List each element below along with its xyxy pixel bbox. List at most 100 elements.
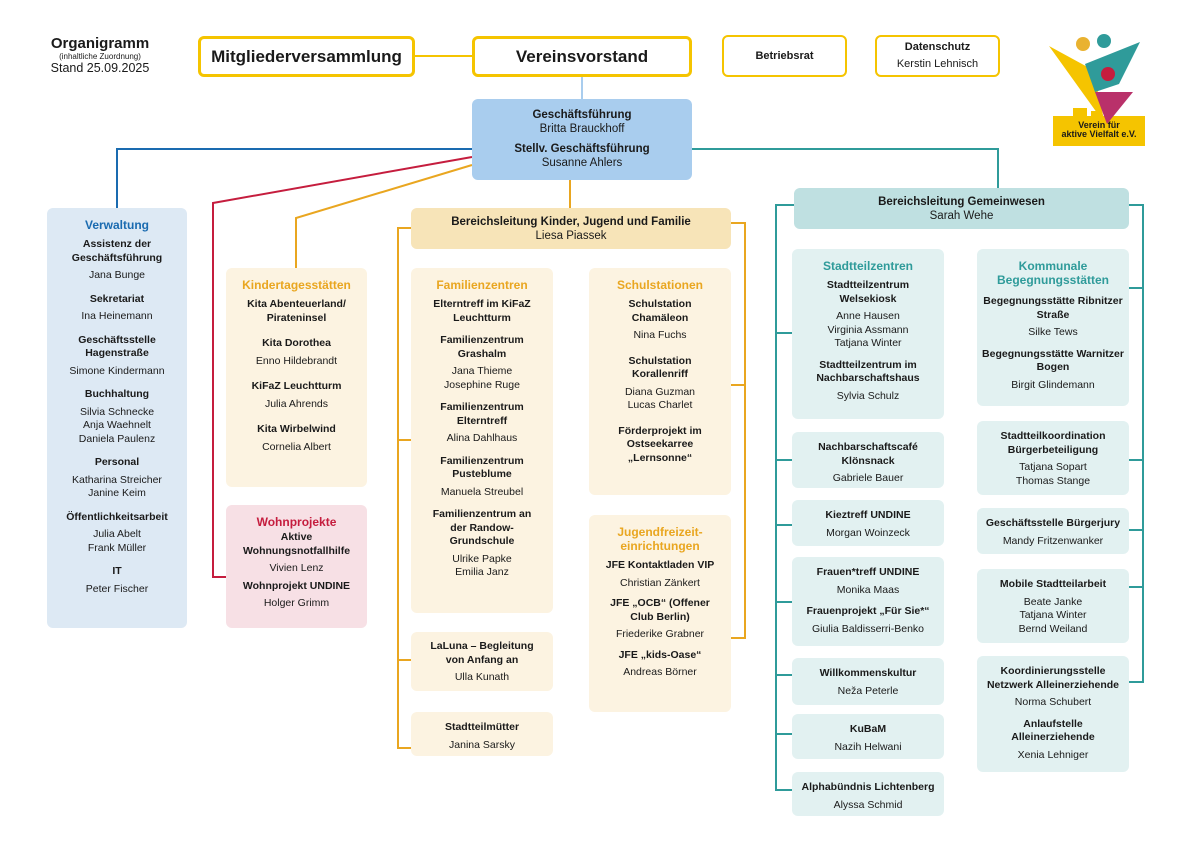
- unit-name: Sekretariat: [89, 292, 145, 305]
- unit-name: JFE „kids-Oase“: [618, 648, 702, 661]
- person-name: Silke Tews: [1028, 326, 1078, 338]
- logo-graphic: [1049, 34, 1145, 146]
- unit: Elterntreff im KiFaZ Leuchtturm: [411, 298, 553, 325]
- unit-people: Nina Fuchs: [589, 329, 731, 343]
- unit-name: Buchhaltung: [84, 388, 150, 400]
- gemeinwesen-left-box: KuBaM Nazih Helwani: [792, 714, 944, 759]
- unit: Koordinierungsstelle Netzwerk Alleinerzi…: [977, 665, 1129, 710]
- person-name: Manuela Streubel: [440, 485, 524, 498]
- unit-name: Mobile Stadtteilarbeit: [999, 578, 1107, 590]
- unit-people: Cornelia Albert: [226, 441, 367, 455]
- unit-name: Begegnungsstätte Ribnitzer Straße: [983, 295, 1123, 321]
- person-name: Enno Hildebrandt: [255, 354, 338, 367]
- unit-people: Janina Sarsky: [411, 739, 553, 753]
- kitas-title: Kindertagesstätten: [242, 278, 351, 292]
- person-name: Janine Keim: [88, 487, 146, 499]
- unit-people: Norma Schubert: [977, 696, 1129, 710]
- unit-name: Familienzentrum Grashalm: [440, 334, 524, 360]
- gf-title: Geschäftsführung: [532, 109, 632, 121]
- page-title: Organigramm: [50, 35, 150, 52]
- unit-name: Assistenz der Geschäftsführung: [71, 238, 163, 264]
- unit-name: Stadtteilzentrum im Nachbarschaftshaus: [816, 358, 920, 385]
- person-name: Sylvia Schulz: [836, 389, 900, 402]
- unit-name: Stadtteilkoordination Bürgerbeteiligung: [1000, 430, 1106, 456]
- vereinsvorstand-box: Vereinsvorstand: [472, 36, 692, 77]
- unit-people: Holger Grimm: [226, 597, 367, 611]
- verwaltung-box: Verwaltung Assistenz der Geschäftsführun…: [47, 208, 187, 628]
- unit-people: Birgit Glindemann: [977, 379, 1129, 393]
- person-name: Friederike Grabner: [615, 628, 705, 640]
- unit-people: Christian Zänkert: [589, 577, 731, 591]
- logo: Verein für aktive Vielfalt e.V.: [1045, 34, 1145, 146]
- kjf-title: Bereichsleitung Kinder, Jugend und Famil…: [451, 216, 691, 228]
- kjf-lead-box: Bereichsleitung Kinder, Jugend und Famil…: [411, 208, 731, 249]
- connector-verwaltung: [116, 148, 472, 208]
- connector-kitas: [295, 164, 473, 268]
- unit-name: Nachbarschaftscafé Klönsnack: [818, 441, 918, 467]
- person-name: Tatjana Winter: [834, 337, 902, 349]
- jfe-title: Jugendfreizeit-einrichtungen: [617, 525, 703, 553]
- unit-name: KuBaM: [849, 723, 887, 735]
- person-name: Neža Peterle: [837, 684, 899, 697]
- connector-gw-left: [775, 204, 794, 791]
- unit-people: Peter Fischer: [47, 583, 187, 597]
- datenschutz-box: Datenschutz Kerstin Lehnisch: [875, 35, 1000, 77]
- unit-people: Mandy Fritzenwanker: [977, 535, 1129, 549]
- connector-kjf-right: [731, 222, 746, 639]
- unit: Frauenprojekt „Für Sie*“Giulia Baldisser…: [792, 605, 944, 636]
- gw-title: Bereichsleitung Gemeinwesen: [878, 196, 1045, 208]
- datenschutz-person: Kerstin Lehnisch: [896, 58, 979, 70]
- person-name: Beate Janke: [1023, 595, 1083, 608]
- person-name: Josephine Ruge: [444, 378, 520, 391]
- datenschutz-title: Datenschutz: [904, 41, 971, 53]
- person-name: Christian Zänkert: [620, 576, 700, 589]
- unit-name: Frauen*treff UNDINE: [816, 566, 920, 578]
- unit-name: Stadtteilmütter: [444, 721, 520, 733]
- unit-name: Begegnungsstätte Warnitzer Bogen: [982, 347, 1124, 374]
- person-name: Ulla Kunath: [454, 671, 510, 683]
- person-name: Peter Fischer: [85, 582, 149, 595]
- unit-people: Nazih Helwani: [792, 741, 944, 755]
- unit-name: Geschäftsstelle Bürgerjury: [985, 517, 1121, 529]
- unit-name: Förderprojekt im Ostseekarree „Lernsonne…: [618, 424, 702, 464]
- connector-wohnprojekte: [212, 156, 473, 578]
- person-name: Silvia Schnecke: [79, 405, 155, 418]
- person-name: Emilia Janz: [455, 566, 509, 578]
- person-name: Thomas Stange: [1015, 474, 1091, 487]
- unit: JFE „OCB“ (Offener Club Berlin)Friederik…: [589, 597, 731, 642]
- unit-name: Wohnprojekt UNDINE: [242, 579, 351, 592]
- person-name: Anne Hausen: [836, 310, 900, 322]
- person-name: Morgan Woinzeck: [826, 526, 910, 539]
- person-name: Norma Schubert: [1014, 696, 1092, 708]
- person-name: Simone Kindermann: [69, 364, 165, 377]
- unit: JFE „kids-Oase“Andreas Börner: [589, 649, 731, 680]
- unit-people: Sylvia Schulz: [792, 390, 944, 404]
- wohnprojekte-box: Wohnprojekte Aktive Wohnungsnotfallhilfe…: [226, 505, 367, 628]
- person-name: Nina Fuchs: [633, 329, 687, 341]
- unit-name: KiFaZ Leuchtturm: [251, 380, 342, 392]
- wohnprojekte-title: Wohnprojekte: [256, 515, 337, 529]
- unit-name: Alphabündnis Lichtenberg: [801, 781, 935, 793]
